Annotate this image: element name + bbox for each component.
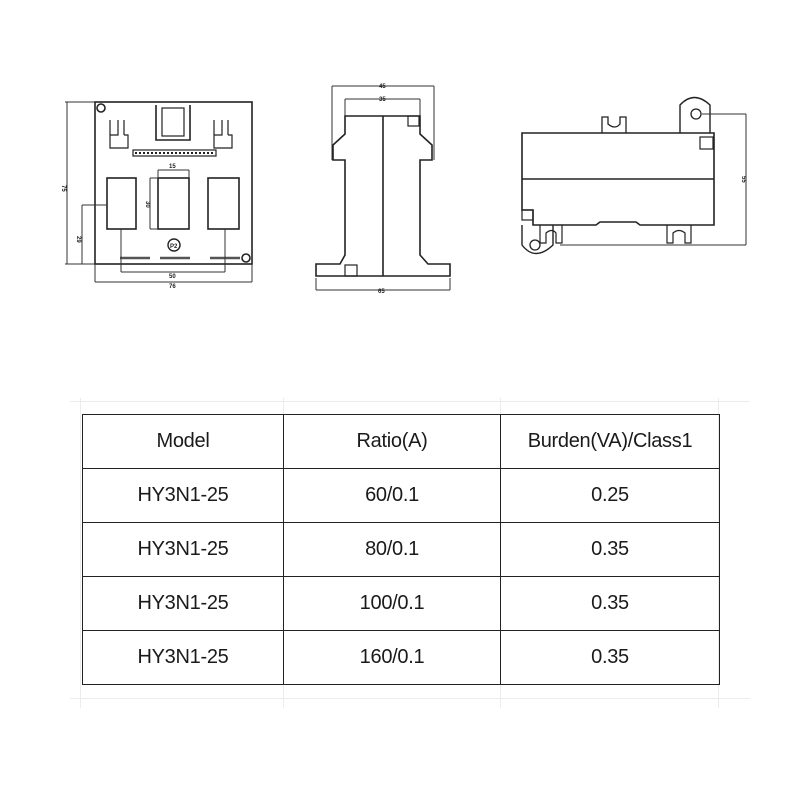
dim-overall-height: 75 <box>60 185 66 192</box>
dim-pitch: 50 <box>169 274 176 280</box>
dim-top-outer: 45 <box>379 84 386 90</box>
table-row: HY3N1-25 160/0.1 0.35 <box>82 630 720 685</box>
cell-ratio: 80/0.1 <box>283 522 501 577</box>
side-view-dimension-labels: 45 35 65 <box>378 84 386 295</box>
header-ratio: Ratio(A) <box>283 414 501 469</box>
table-header-row: Model Ratio(A) Burden(VA)/Class1 <box>82 414 720 469</box>
table-row: HY3N1-25 80/0.1 0.35 <box>82 522 720 577</box>
dim-mount-hole-pitch: 55 <box>740 176 746 183</box>
table-row: HY3N1-25 60/0.1 0.25 <box>82 468 720 523</box>
cell-model: HY3N1-25 <box>82 630 284 685</box>
p2-mark: P2 <box>170 244 178 250</box>
header-model: Model <box>82 414 284 469</box>
gridline <box>80 398 81 708</box>
cell-burden: 0.35 <box>500 630 720 685</box>
gridline <box>70 698 750 699</box>
cell-ratio: 100/0.1 <box>283 576 501 631</box>
table-row: HY3N1-25 100/0.1 0.35 <box>82 576 720 631</box>
cell-model: HY3N1-25 <box>82 576 284 631</box>
spec-table: Model Ratio(A) Burden(VA)/Class1 HY3N1-2… <box>82 414 720 685</box>
cell-model: HY3N1-25 <box>82 522 284 577</box>
dim-top-inner: 35 <box>379 97 386 103</box>
cell-model: HY3N1-25 <box>82 468 284 523</box>
dim-overall-width: 76 <box>169 284 176 290</box>
header-burden: Burden(VA)/Class1 <box>500 414 720 469</box>
dim-window-width: 15 <box>169 164 176 170</box>
front-view-dimension-labels: 75 29 15 30 50 76 P2 <box>60 164 178 290</box>
cell-ratio: 160/0.1 <box>283 630 501 685</box>
dim-window-height: 30 <box>144 201 150 208</box>
gridline <box>70 401 750 402</box>
cell-ratio: 60/0.1 <box>283 468 501 523</box>
dim-window-offset: 29 <box>75 236 81 243</box>
top-view-drawing <box>521 96 747 255</box>
cell-burden: 0.35 <box>500 522 720 577</box>
dim-base-width: 65 <box>378 289 385 295</box>
top-view-dimension-labels: 55 <box>740 176 746 183</box>
side-view-drawing <box>315 85 451 291</box>
front-view-drawing <box>65 101 253 283</box>
cell-burden: 0.25 <box>500 468 720 523</box>
technical-drawings: 75 29 15 30 50 76 P2 45 35 65 <box>60 84 747 295</box>
cell-burden: 0.35 <box>500 576 720 631</box>
